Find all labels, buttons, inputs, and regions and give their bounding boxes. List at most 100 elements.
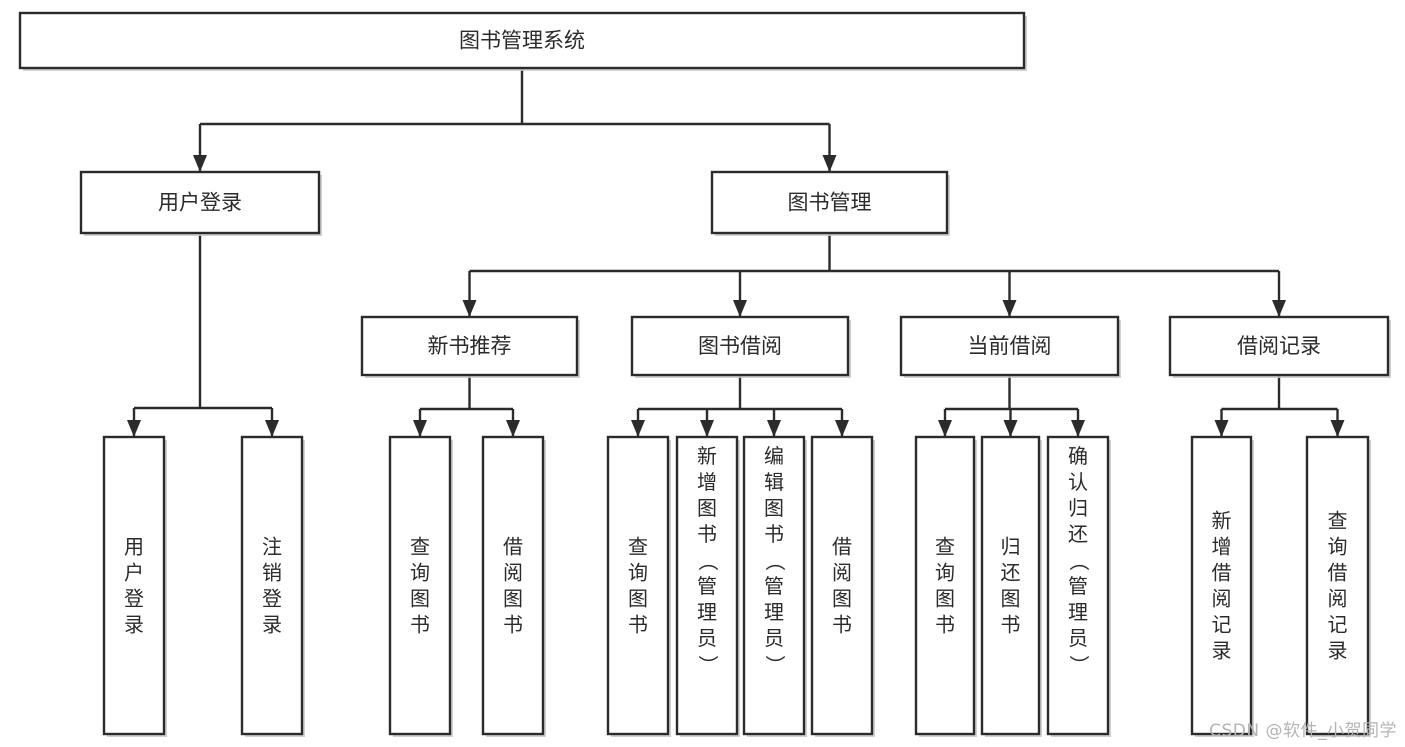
svg-text:归: 归 xyxy=(1068,496,1088,520)
node-boxes xyxy=(18,11,1391,737)
svg-text:还: 还 xyxy=(1068,522,1088,546)
node-label-root: 图书管理系统 xyxy=(459,29,585,53)
svg-text:书: 书 xyxy=(410,613,430,637)
node-box-current-borrow[interactable] xyxy=(899,315,1120,377)
svg-text:管: 管 xyxy=(1068,574,1088,598)
svg-text:确: 确 xyxy=(1068,444,1088,468)
book-borrow-to-leaves-arrow-3 xyxy=(835,420,849,437)
svg-text:阅: 阅 xyxy=(832,561,852,585)
svg-text:增: 增 xyxy=(697,470,717,494)
connector-arrowheads xyxy=(127,155,1345,437)
node-box-leaf-confirm-return-admin[interactable] xyxy=(1046,435,1110,736)
svg-text:图: 图 xyxy=(628,587,648,611)
root-to-level1-arrow-0 xyxy=(193,155,207,172)
bookmgmt-to-level2-arrow-0 xyxy=(462,300,477,317)
node-label-book-management: 图书管理 xyxy=(788,191,872,215)
svg-text:员: 员 xyxy=(1068,626,1088,650)
svg-text:（: （ xyxy=(1067,551,1091,571)
svg-text:销: 销 xyxy=(262,561,282,585)
node-box-leaf-return-book[interactable] xyxy=(980,435,1041,736)
svg-text:员: 员 xyxy=(764,626,784,650)
current-borrow-to-leaves-arrow-2 xyxy=(1071,420,1085,437)
svg-text:登: 登 xyxy=(124,587,144,611)
node-box-leaf-borrow-book-nbr[interactable] xyxy=(481,435,545,736)
node-box-leaf-query-book-cb[interactable] xyxy=(914,435,976,736)
node-box-borrow-record[interactable] xyxy=(1168,315,1390,377)
node-labels: 图书管理系统用户登录图书管理新书推荐图书借阅当前借阅借阅记录用户登录注销登录查询… xyxy=(124,29,1348,676)
node-box-leaf-user-login[interactable] xyxy=(102,435,166,736)
svg-text:（: （ xyxy=(763,551,787,571)
node-box-leaf-add-book-admin[interactable] xyxy=(675,435,739,736)
svg-text:注: 注 xyxy=(262,535,282,559)
new-book-recommend-to-leaves-arrow-1 xyxy=(506,420,520,437)
borrow-record-to-leaves-arrow-1 xyxy=(1330,420,1345,437)
bookmgmt-to-level2-arrow-1 xyxy=(733,300,747,317)
svg-text:借: 借 xyxy=(1328,561,1348,585)
csdn-watermark: CSDN @软件_小贺同学 xyxy=(1209,721,1397,741)
svg-text:管: 管 xyxy=(764,574,784,598)
book-borrow-to-leaves-arrow-1 xyxy=(700,420,714,437)
svg-text:图: 图 xyxy=(764,496,784,520)
node-box-leaf-logout[interactable] xyxy=(240,435,304,736)
svg-text:录: 录 xyxy=(1212,639,1232,663)
node-box-book-management[interactable] xyxy=(710,170,949,235)
current-borrow-to-leaves-arrow-0 xyxy=(938,420,952,437)
svg-text:新: 新 xyxy=(1212,509,1232,533)
node-box-root[interactable] xyxy=(18,11,1026,70)
node-box-leaf-query-book-bb[interactable] xyxy=(606,435,670,736)
node-box-new-book-recommend[interactable] xyxy=(360,315,579,377)
node-box-leaf-borrow-book-bb[interactable] xyxy=(810,435,874,736)
book-borrow-to-leaves-arrow-2 xyxy=(767,420,781,437)
new-book-recommend-to-leaves-arrow-0 xyxy=(413,420,427,437)
svg-text:书: 书 xyxy=(697,522,717,546)
svg-text:书: 书 xyxy=(1001,613,1021,637)
svg-text:管: 管 xyxy=(697,574,717,598)
svg-text:录: 录 xyxy=(262,613,282,637)
node-label-new-book-recommend: 新书推荐 xyxy=(428,334,512,358)
svg-text:借: 借 xyxy=(832,535,852,559)
svg-text:查: 查 xyxy=(935,535,955,559)
svg-text:图: 图 xyxy=(697,496,717,520)
svg-text:阅: 阅 xyxy=(1328,587,1348,611)
node-label-user-login: 用户登录 xyxy=(158,191,242,215)
node-box-user-login[interactable] xyxy=(79,170,321,235)
svg-text:登: 登 xyxy=(262,587,282,611)
svg-text:员: 员 xyxy=(697,626,717,650)
node-box-leaf-query-book-nbr[interactable] xyxy=(388,435,452,736)
bookmgmt-to-level2-arrow-2 xyxy=(1002,300,1017,317)
node-box-leaf-query-borrow-record[interactable] xyxy=(1305,435,1370,736)
svg-text:图: 图 xyxy=(503,587,523,611)
svg-text:查: 查 xyxy=(410,535,430,559)
node-box-leaf-edit-book-admin[interactable] xyxy=(742,435,806,736)
svg-text:询: 询 xyxy=(628,561,648,585)
svg-text:归: 归 xyxy=(1001,535,1021,559)
svg-text:新: 新 xyxy=(697,444,717,468)
svg-text:记: 记 xyxy=(1212,613,1232,637)
svg-text:借: 借 xyxy=(503,535,523,559)
node-box-book-borrow[interactable] xyxy=(630,315,850,377)
svg-text:阅: 阅 xyxy=(1212,587,1232,611)
userlogin-to-leaves-arrow-1 xyxy=(265,420,279,437)
node-box-leaf-add-borrow-record[interactable] xyxy=(1190,435,1253,736)
svg-text:查: 查 xyxy=(628,535,648,559)
book-borrow-to-leaves-arrow-0 xyxy=(631,420,645,437)
svg-text:查: 查 xyxy=(1328,509,1348,533)
node-label-leaf-user-login: 用户登录 xyxy=(124,535,144,637)
svg-text:理: 理 xyxy=(1068,600,1088,624)
svg-text:户: 户 xyxy=(124,561,144,585)
node-label-book-borrow: 图书借阅 xyxy=(698,334,782,358)
svg-text:书: 书 xyxy=(628,613,648,637)
svg-text:还: 还 xyxy=(1001,561,1021,585)
svg-text:记: 记 xyxy=(1328,613,1348,637)
